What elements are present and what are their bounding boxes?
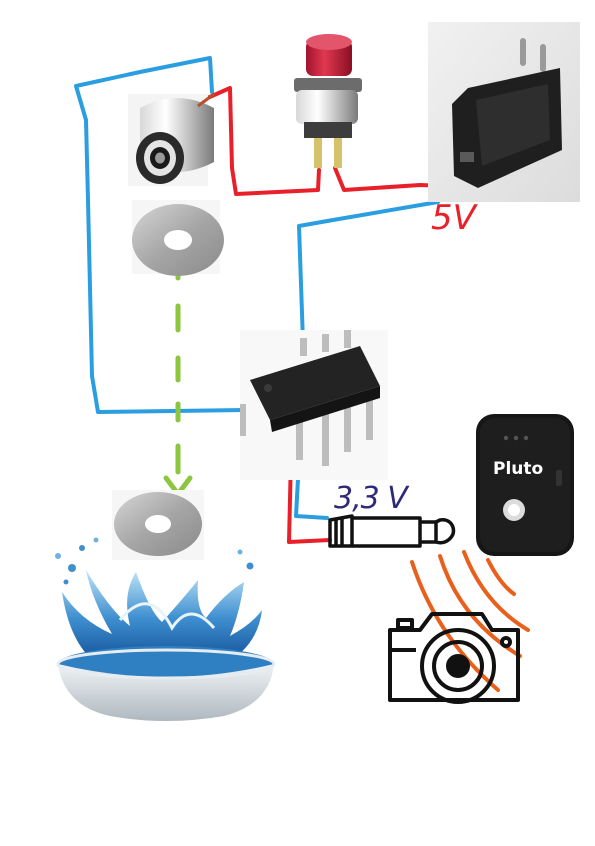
steel-washer-icon xyxy=(132,200,224,276)
ic-chip-icon xyxy=(240,330,388,480)
pluto-trigger-icon: Pluto xyxy=(476,414,574,556)
audio-jack-icon xyxy=(328,514,456,548)
pluto-brand: Pluto xyxy=(493,459,543,479)
camera-icon xyxy=(388,612,520,704)
water-splash-icon xyxy=(55,537,276,721)
shutter-signal xyxy=(410,550,530,692)
power-adapter-icon xyxy=(428,22,580,202)
supply-voltage-label: 5V xyxy=(431,198,476,238)
signal-voltage-label: 3,3 V xyxy=(334,481,408,516)
electromagnet-icon xyxy=(128,92,215,186)
wire-blue-5v xyxy=(297,200,440,344)
push-button-icon xyxy=(294,34,362,168)
wire-blue-loop xyxy=(74,56,247,414)
steel-washer-icon xyxy=(112,490,204,560)
